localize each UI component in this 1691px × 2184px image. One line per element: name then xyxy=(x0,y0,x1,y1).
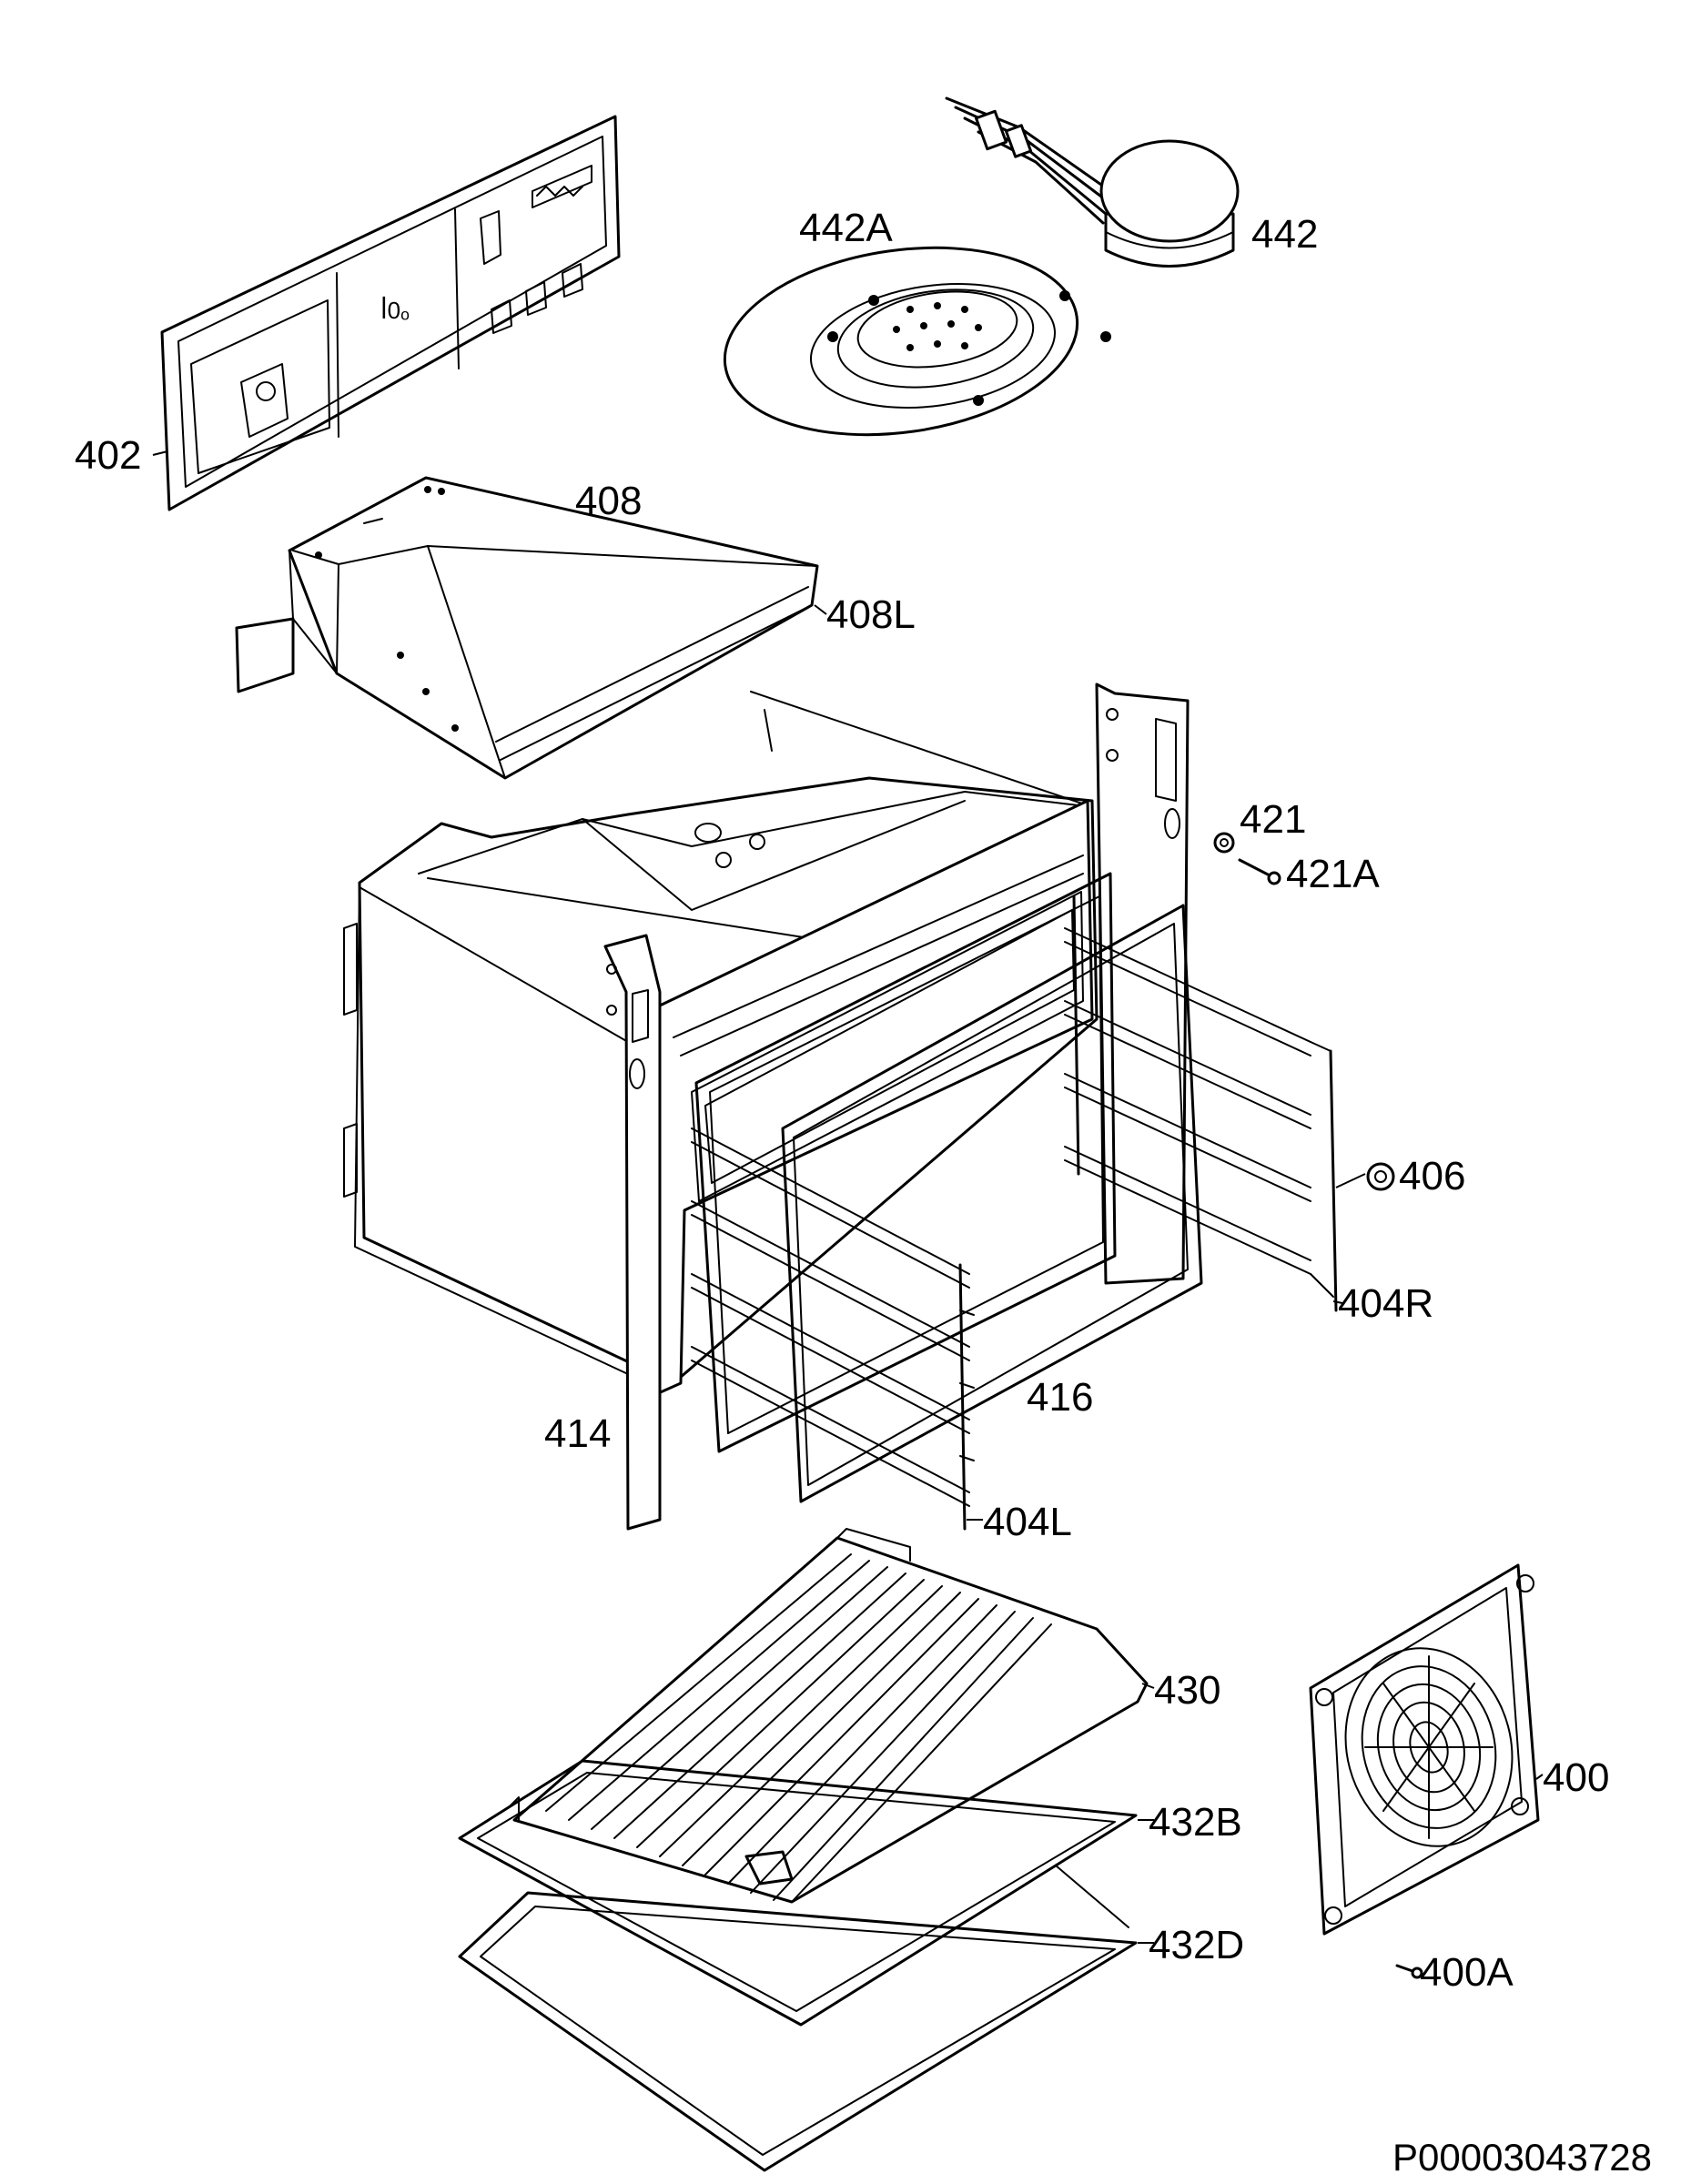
part-421A-screw xyxy=(1238,858,1281,885)
label-400A: 400A xyxy=(1420,1950,1514,1995)
label-404R: 404R xyxy=(1338,1281,1433,1326)
part-408-cooling-duct xyxy=(235,476,819,780)
oven-cavity xyxy=(343,682,1190,1531)
part-404L-left-runners xyxy=(691,1127,975,1531)
label-421A: 421A xyxy=(1286,852,1380,896)
part-406-ring xyxy=(1335,1162,1395,1191)
part-400A-screw xyxy=(1395,1964,1423,1979)
label-442A: 442A xyxy=(799,206,893,250)
label-400: 400 xyxy=(1543,1755,1609,1800)
label-404L: 404L xyxy=(983,1500,1072,1544)
part-421-grommet xyxy=(1213,832,1235,854)
label-414: 414 xyxy=(544,1411,611,1456)
svg-text:ꟾ0ₒ: ꟾ0ₒ xyxy=(380,296,410,324)
label-421: 421 xyxy=(1240,797,1306,842)
label-406: 406 xyxy=(1399,1154,1465,1198)
part-400-fan-panel xyxy=(1309,1563,1540,1936)
part-430-bottom-shield xyxy=(509,1528,1149,1904)
label-416: 416 xyxy=(1027,1375,1093,1420)
label-402: 402 xyxy=(75,433,141,478)
part-402-control-panel: ꟾ0ₒ xyxy=(160,115,621,511)
part-432B-gasket xyxy=(458,1759,1138,2027)
label-442: 442 xyxy=(1251,212,1318,257)
label-408L: 408L xyxy=(826,592,916,637)
part-416-seal-frame xyxy=(694,872,1203,1503)
part-442-fan-element xyxy=(945,96,1240,268)
label-408: 408 xyxy=(575,479,642,523)
label-432D: 432D xyxy=(1149,1923,1244,1967)
label-430: 430 xyxy=(1154,1668,1220,1713)
label-432B: 432B xyxy=(1149,1800,1242,1845)
part-442A-fan-cover xyxy=(723,246,1111,437)
part-432D-gasket xyxy=(458,1865,1138,2172)
part-404R-right-runners xyxy=(1064,895,1338,1312)
document-id: P00003043728 xyxy=(1392,2136,1652,2179)
